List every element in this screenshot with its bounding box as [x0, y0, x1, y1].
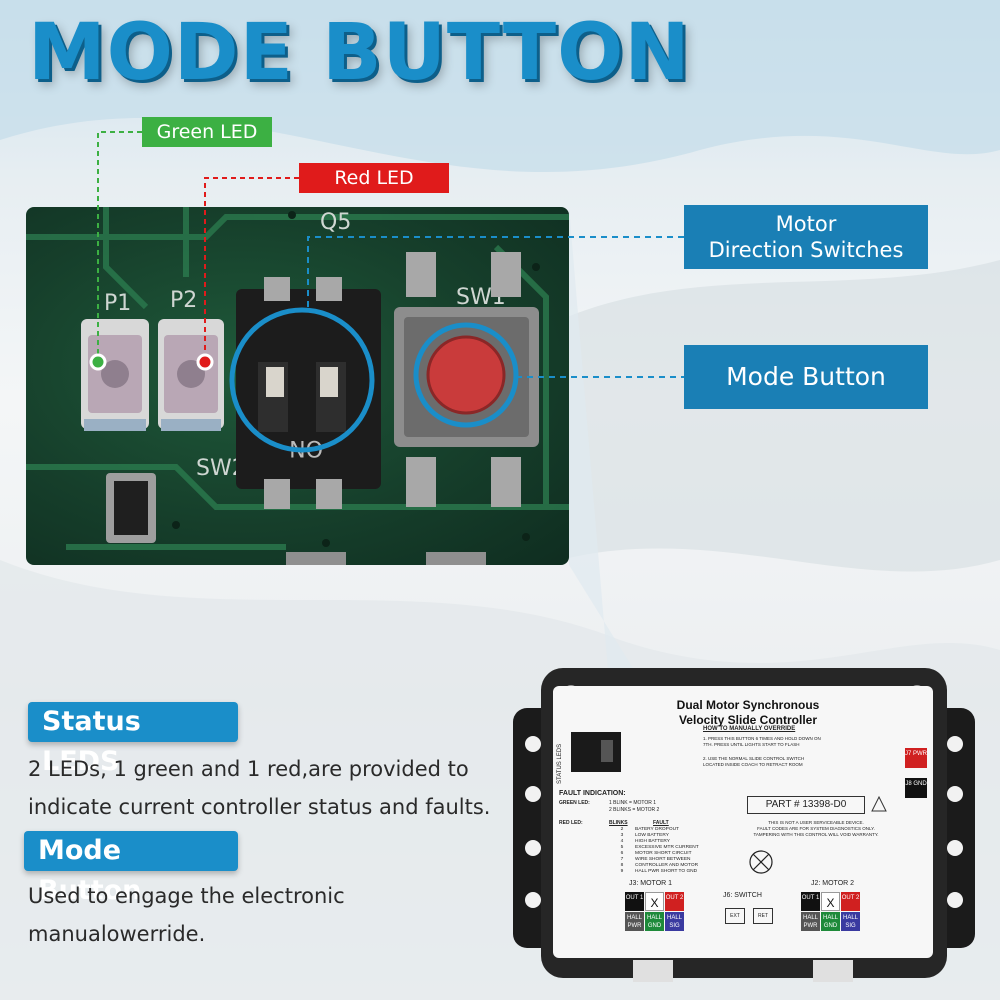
pcb-label-q5: Q5 [320, 210, 351, 235]
fault-description: EXCESSIVE MTR CURRENT [635, 845, 699, 850]
fault-row: 7 WIRE SHORT BETWEEN [609, 857, 729, 863]
green-led-blink-1: 1 BLINK = MOTOR 1 [609, 800, 657, 806]
fault-blinks: 3 [620, 833, 624, 838]
j2-x-port: X [821, 892, 840, 911]
j2-hall-gnd-port: HALL GND [821, 912, 840, 931]
fault-heading: FAULT INDICATION: [559, 790, 626, 797]
ext-terminal: EXT [725, 908, 745, 924]
fault-blinks: 9 [620, 869, 624, 874]
pcb-label-p1: P1 [104, 291, 131, 316]
certification-mark-icon [871, 796, 887, 812]
fault-description: LOW BATTERY [635, 833, 669, 838]
green-led-blink-2: 2 BLINKS = MOTOR 2 [609, 807, 660, 813]
blinks-header: BLINKS [609, 820, 628, 826]
j2-out2-port: OUT 2 [841, 892, 860, 911]
pcb-label-p2: P2 [170, 288, 197, 313]
mode-button-callout: Mode Button [684, 345, 928, 409]
fault-description: MOTOR SHORT CIRCUIT [635, 851, 692, 856]
notice-line-2: FAULT CODES ARE FOR SYSTEM DIAGNOSTICS O… [757, 826, 875, 831]
fault-blinks: 5 [620, 845, 624, 850]
j2-hall-sig-port: HALL SIG [841, 912, 860, 931]
override-step-1: 1. PRESS THIS BUTTON 6 TIMES AND HOLD DO… [703, 736, 821, 747]
fault-description: CONTROLLER AND MOTOR [635, 863, 699, 868]
center-x-mark-icon [749, 850, 773, 874]
status-leds-vertical-label: STATUS LEDS [557, 743, 563, 784]
j2-motor2-label: J2: MOTOR 2 [811, 880, 855, 887]
j3-out1-port: OUT 1 [625, 892, 644, 911]
j3-out2-port: OUT 2 [665, 892, 684, 911]
j3-x-port: X [645, 892, 664, 911]
j3-hall-pwr-port: HALL PWR [625, 912, 644, 931]
red-led-label: RED LED: [559, 820, 583, 826]
fault-blinks: 7 [620, 857, 624, 862]
j8-gnd-port: J8 GND [905, 778, 927, 798]
override-step-2: 2. USE THE NORMAL SLIDE CONTROL SWITCH L… [703, 756, 805, 767]
fault-description: HIGH BATTERY [635, 839, 671, 844]
controller-title: Dual Motor Synchronous Velocity Slide Co… [623, 698, 873, 728]
ret-terminal: RET [753, 908, 773, 924]
red-led-callout: Red LED [299, 163, 449, 193]
fault-row: 2 BATERY DROPOUT [609, 827, 729, 833]
fault-description: HALL PWR SHORT TO GND [635, 869, 698, 874]
notice-line-1: THIS IS NOT A USER SERVICEABLE DEVICE. [768, 820, 864, 825]
fault-blinks: 8 [620, 863, 624, 868]
led-p1 [81, 319, 149, 431]
motor-direction-line1: Motor [775, 212, 837, 236]
motor-direction-line2: Direction Switches [708, 238, 904, 262]
j3-motor1-label: J3: MOTOR 1 [629, 880, 673, 887]
motor-direction-switch: ON [236, 277, 381, 509]
notice-line-3: TAMPERING WITH THIS CONTROL WILL VOID WA… [753, 832, 879, 837]
fault-blinks: 6 [620, 851, 624, 856]
part-number: PART # 13398-D0 [747, 796, 865, 814]
j6-switch-label: J6: SWITCH [723, 892, 762, 899]
fault-row: 8 CONTROLLER AND MOTOR [609, 863, 729, 869]
j2-hall-pwr-port: HALL PWR [801, 912, 820, 931]
green-led-label: GREEN LED: [559, 800, 590, 806]
fault-row: 5 EXCESSIVE MTR CURRENT [609, 845, 729, 851]
controller-label: Dual Motor Synchronous Velocity Slide Co… [553, 686, 933, 958]
fault-blinks: 4 [620, 839, 624, 844]
j3-hall-gnd-port: HALL GND [645, 912, 664, 931]
override-heading: HOW TO MANUALLY OVERRIDE [703, 726, 796, 732]
fault-header: FAULT [653, 820, 669, 826]
motor-direction-callout: Motor Direction Switches [684, 205, 928, 269]
fault-description: WIRE SHORT BETWEEN [635, 857, 691, 862]
notice-text: THIS IS NOT A USER SERVICEABLE DEVICE. F… [731, 820, 901, 838]
status-leds-text: 2 LEDs, 1 green and 1 red,are provided t… [28, 757, 491, 819]
mode-button-text: Used to engage the electronic manualower… [28, 884, 345, 946]
fault-row: 3 LOW BATTERY [609, 833, 729, 839]
switch-on-label: ON [289, 435, 323, 460]
status-leds-heading: Status LEDS [28, 702, 238, 777]
j3-hall-sig-port: HALL SIG [665, 912, 684, 931]
fault-row: 6 MOTOR SHORT CIRCUIT [609, 851, 729, 857]
green-led-callout: Green LED [142, 117, 272, 147]
mode-button-heading: Mode Button [24, 831, 238, 906]
controller-title-line2: Velocity Slide Controller [678, 713, 818, 727]
j2-out1-port: OUT 1 [801, 892, 820, 911]
fault-description: BATERY DROPOUT [635, 827, 679, 832]
fault-blinks: 2 [620, 827, 624, 832]
pcb-closeup: Q5 P1 P2 SW1 SW2 ON [26, 207, 569, 565]
j7-pwr-port: J7 PWR [905, 748, 927, 768]
fault-row: 9 HALL PWR SHORT TO GND [609, 869, 729, 875]
status-leds-window: STATUS LEDS [557, 726, 621, 786]
led-p2 [158, 319, 224, 431]
controller-title-line1: Dual Motor Synchronous [676, 698, 820, 712]
page-title: MODE BUTTON [28, 8, 691, 98]
fault-row: 4 HIGH BATTERY [609, 839, 729, 845]
fault-list: 2 BATERY DROPOUT 3 LOW BATTERY 4 HIGH BATTERY… [609, 827, 729, 875]
slide-controller: Dual Motor Synchronous Velocity Slide Co… [513, 668, 975, 990]
